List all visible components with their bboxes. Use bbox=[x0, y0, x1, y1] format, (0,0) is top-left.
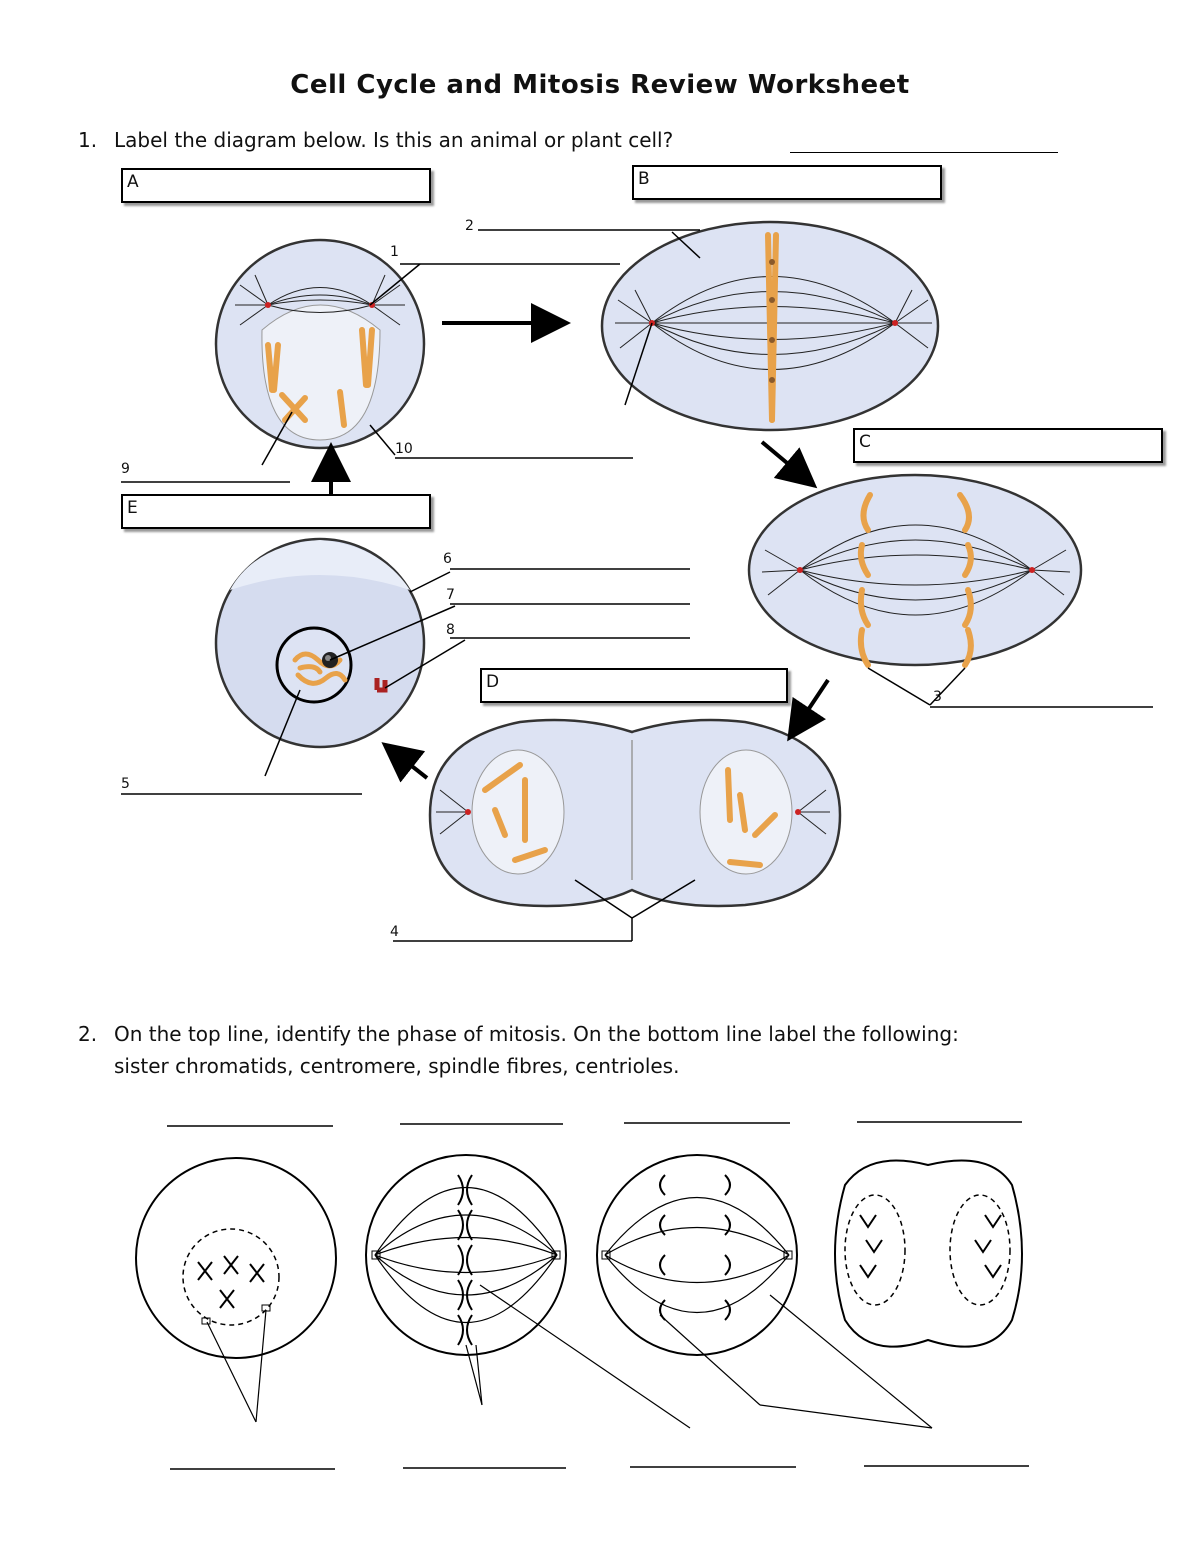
label-box-d-letter: D bbox=[486, 672, 500, 692]
label-number-7: 7 bbox=[446, 587, 455, 603]
label-number-6: 6 bbox=[443, 551, 452, 567]
label-number-10: 10 bbox=[395, 441, 413, 457]
cell-d-telophase bbox=[428, 718, 842, 908]
question-1: 1. bbox=[78, 124, 97, 156]
cell-a-prophase bbox=[214, 238, 426, 450]
label-box-e[interactable]: E bbox=[121, 494, 431, 529]
label-box-c[interactable]: C bbox=[853, 428, 1163, 463]
label-box-d[interactable]: D bbox=[480, 668, 788, 703]
q1-label-lines bbox=[121, 229, 1153, 942]
label-box-c-letter: C bbox=[859, 432, 871, 452]
label-number-1: 1 bbox=[390, 244, 399, 260]
q2-cell-anaphase bbox=[596, 1154, 933, 1429]
label-number-2: 2 bbox=[465, 218, 474, 234]
cell-b-metaphase bbox=[600, 220, 940, 432]
question-1-text: Label the diagram below. Is this an anim… bbox=[114, 128, 674, 152]
label-number-5: 5 bbox=[121, 776, 130, 792]
cell-c-anaphase bbox=[747, 473, 1083, 668]
question-2-line-1: On the top line, identify the phase of m… bbox=[114, 1022, 959, 1046]
label-box-e-letter: E bbox=[127, 498, 138, 518]
q2-answer-lines bbox=[167, 1121, 1029, 1470]
worksheet-title: Cell Cycle and Mitosis Review Worksheet bbox=[290, 70, 910, 100]
answer-line-cell-type[interactable] bbox=[790, 152, 1058, 153]
q2-cell-prophase bbox=[135, 1157, 337, 1423]
q2-cell-telophase bbox=[834, 1159, 1023, 1348]
label-box-a[interactable]: A bbox=[121, 168, 431, 203]
q2-cell-metaphase bbox=[365, 1154, 691, 1429]
question-1-number: 1. bbox=[78, 128, 98, 152]
cycle-arrows bbox=[311, 303, 830, 783]
label-number-4: 4 bbox=[390, 924, 399, 940]
label-box-a-letter: A bbox=[127, 172, 139, 192]
label-number-8: 8 bbox=[446, 622, 455, 638]
question-2-line-2: sister chromatids, centromere, spindle f… bbox=[114, 1054, 680, 1078]
question-2-number: 2. bbox=[78, 1022, 98, 1046]
label-box-b[interactable]: B bbox=[632, 165, 942, 200]
cell-e-interphase bbox=[214, 537, 426, 749]
label-number-9: 9 bbox=[121, 461, 130, 477]
label-box-b-letter: B bbox=[638, 169, 650, 189]
